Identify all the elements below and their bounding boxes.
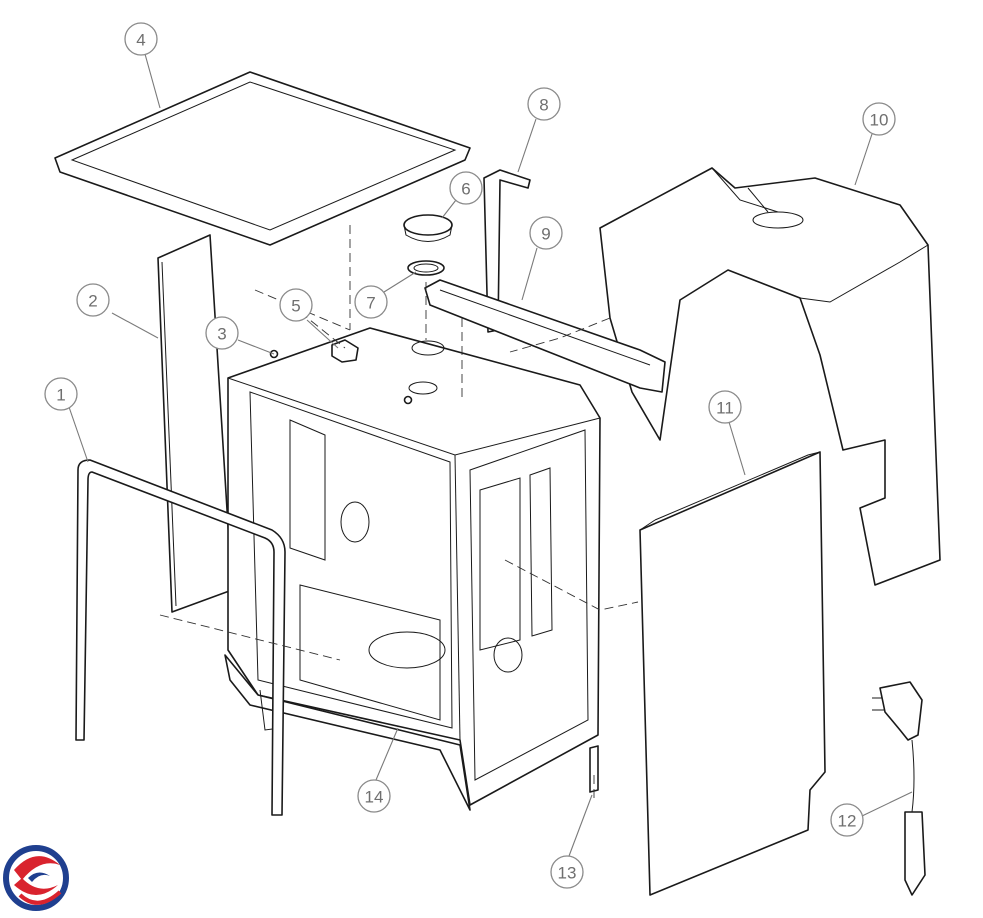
callout-number: 13 [558,864,577,883]
cap-part [403,214,453,242]
dishwasher-tub-part [227,327,601,806]
callout-3: 3 [205,316,239,350]
callout-number: 9 [541,225,550,244]
right-side-panel-part [639,451,826,896]
callout-14: 14 [357,779,391,813]
callout-6: 6 [449,171,483,205]
top-rail-part [424,279,666,393]
callout-number: 11 [716,399,734,418]
callout-4: 4 [124,22,158,56]
assembly-guide-lines [159,225,639,800]
left-side-panel-part [157,234,233,613]
pipe-part [483,169,531,333]
callout-number: 6 [461,180,470,199]
callout-13: 13 [550,855,584,889]
callout-number: 12 [838,812,857,831]
power-cord-part [872,681,926,896]
callout-12: 12 [830,803,864,837]
callout-number: 2 [88,292,97,311]
insulation-cover-part [599,167,941,586]
callout-number: 4 [136,31,145,50]
callout-5: 5 [279,288,313,322]
callout-2: 2 [76,283,110,317]
callout-11: 11 [708,390,742,424]
callout-number: 1 [56,386,65,405]
callout-number: 3 [217,325,226,344]
adjustable-foot-part [589,745,599,793]
leader-lines [68,53,913,857]
callout-number: 10 [870,111,889,130]
callout-number: 7 [366,294,375,313]
callout-number: 14 [365,788,384,807]
callout-1: 1 [44,377,78,411]
bracket-part [331,339,359,363]
top-cover-part [54,71,471,246]
callouts: 1 2 3 4 5 6 7 8 9 10 11 12 13 14 [44,22,896,889]
callout-9: 9 [529,216,563,250]
callout-number: 5 [291,297,300,316]
callout-8: 8 [527,87,561,121]
callout-7: 7 [354,285,388,319]
brand-logo-icon [3,845,69,911]
ring-seal-part [407,260,445,276]
callout-number: 8 [539,96,548,115]
callout-10: 10 [862,102,896,136]
